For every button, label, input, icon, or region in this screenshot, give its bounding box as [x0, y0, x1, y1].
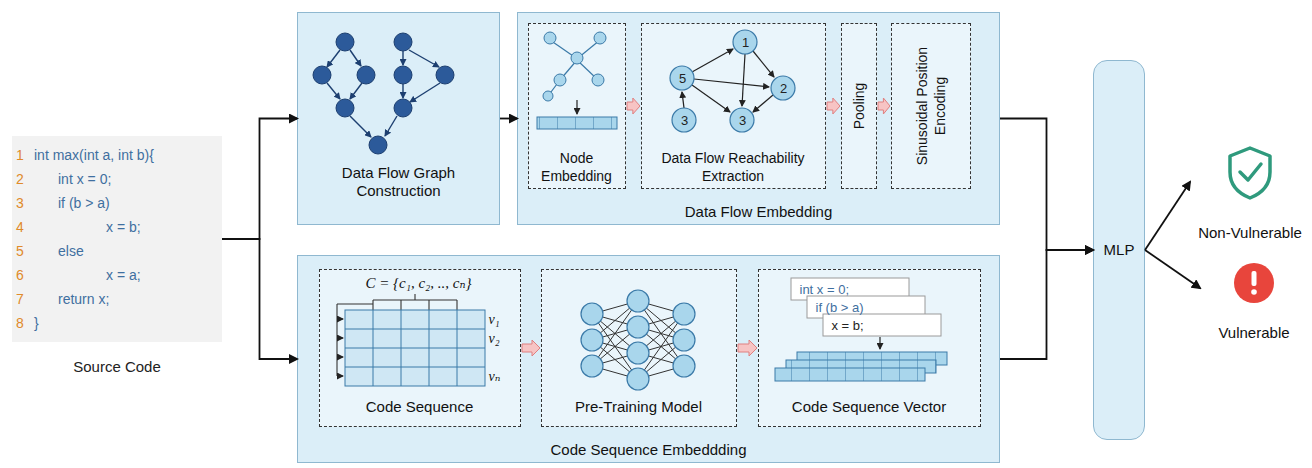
line-number: 2 [16, 170, 32, 188]
row-label-slot: v₂ [489, 330, 517, 348]
connector-arrow [1145, 182, 1190, 250]
line-number: 5 [16, 242, 32, 260]
box-label: Pre-Training Model [541, 398, 737, 416]
code-line: else [58, 242, 218, 260]
code-line-slot: if (b > a) [58, 194, 218, 212]
callout-number: 3 [675, 111, 695, 131]
code-line-slot: return x; [58, 290, 218, 308]
panel-title-slot: Code Sequence Embeddding [297, 441, 1000, 459]
row-label-slot: v₁ [489, 311, 517, 329]
panel-title: Code Sequence Embeddding [297, 441, 1000, 459]
step-box: Sinusoidal Position Encoding [891, 23, 971, 189]
code-line: int x = 0; [58, 170, 218, 188]
code-line-slot: x = b; [106, 218, 218, 236]
row-label-slot: vₙ [489, 368, 517, 386]
box-label: Sinusoidal Position Encoding [913, 30, 949, 181]
line-number-slot: 6 [16, 266, 32, 284]
box-label: Data Flow Graph Construction [313, 164, 484, 200]
code-line-slot: int max(int a, int b){ [34, 146, 218, 164]
step-box: Pooling [841, 23, 877, 189]
box-label: Data Flow Reachability Extraction [641, 149, 826, 185]
line-number: 3 [16, 194, 32, 212]
panel-title-slot: Data Flow Embedding [517, 203, 1000, 221]
code-line: x = a; [106, 266, 218, 284]
box-label-slot: Pooling [850, 30, 868, 181]
connector-arrow [1145, 250, 1200, 288]
line-number: 7 [16, 290, 32, 308]
step-box: Data Flow Reachability Extraction 1 5 3 2 3 [641, 23, 826, 189]
alert-icon [1234, 263, 1274, 303]
box-label-slot: Data Flow Graph Construction [313, 164, 484, 200]
row-label: v₁ [489, 311, 517, 329]
result-label-slot: Vulnerable [1200, 324, 1308, 342]
formula-label: C = {c₁, c₂, .., cₙ} [339, 274, 499, 292]
line-number-slot: 1 [16, 146, 32, 164]
row-label: v₂ [489, 330, 517, 348]
code-snippet-slot: int x = 0; [800, 281, 904, 299]
code-snippet: int x = 0; [800, 281, 904, 299]
line-number-slot: 7 [16, 290, 32, 308]
callout-number: 1 [736, 33, 756, 53]
box-label: Node Embedding [528, 149, 626, 185]
code-snippet-slot: x = b; [832, 317, 936, 335]
line-number: 6 [16, 266, 32, 284]
row-label: vₙ [489, 368, 517, 386]
code-line: } [34, 314, 218, 332]
code-line: if (b > a) [58, 194, 218, 212]
line-number: 1 [16, 146, 32, 164]
line-number: 4 [16, 218, 32, 236]
box-label-slot: Node Embedding [528, 149, 626, 185]
code-line: int max(int a, int b){ [34, 146, 218, 164]
code-line-slot: x = a; [106, 266, 218, 284]
connector-arrow [1000, 250, 1093, 359]
vector-bars [775, 352, 947, 381]
code-snippet-slot: if (b > a) [816, 299, 920, 317]
result-label: Vulnerable [1200, 324, 1308, 342]
shield-icon [1230, 148, 1270, 198]
code-snippet: x = b; [832, 317, 936, 335]
box-label-slot: Code Sequence [319, 398, 521, 416]
code-line-slot: int x = 0; [58, 170, 218, 188]
callout-number: 3 [733, 111, 753, 131]
connector-arrow [500, 118, 517, 120]
line-number: 8 [16, 314, 32, 332]
result-label-slot: Non-Vulnerable [1190, 224, 1310, 242]
box-label-slot: MLP [1093, 241, 1145, 259]
vector-arrow [879, 337, 880, 349]
callout-number: 5 [673, 69, 693, 89]
code-snippet: if (b > a) [816, 299, 920, 317]
box-label-slot: Data Flow Reachability Extraction [641, 149, 826, 185]
box-label-slot: Code Sequence Vector [758, 398, 981, 416]
line-number-slot: 3 [16, 194, 32, 212]
code-line: x = b; [106, 218, 218, 236]
code-line-slot: } [34, 314, 218, 332]
connector-arrow [222, 119, 297, 240]
box-label-slot: Pre-Training Model [541, 398, 737, 416]
formula-label-slot: C = {c₁, c₂, .., cₙ} [339, 274, 499, 292]
box-label: Code Sequence Vector [758, 398, 981, 416]
line-number-slot: 5 [16, 242, 32, 260]
box-label-slot: Sinusoidal Position Encoding [913, 30, 949, 181]
line-number-slot: 8 [16, 314, 32, 332]
result-label: Non-Vulnerable [1190, 224, 1310, 242]
box-label: Code Sequence [319, 398, 521, 416]
box-label: Pooling [850, 30, 868, 181]
classifier-box: MLP [1093, 60, 1145, 440]
source-code-panel: 1int max(int a, int b){2 int x = 0; 3 if (b… [12, 136, 222, 342]
box-label: MLP [1093, 241, 1145, 259]
caption-label-slot: Source Code [12, 358, 222, 376]
line-number-slot: 2 [16, 170, 32, 188]
line-number-slot: 4 [16, 218, 32, 236]
caption-label: Source Code [12, 358, 222, 376]
code-line: return x; [58, 290, 218, 308]
embedding-vector [537, 117, 617, 129]
code-line-slot: else [58, 242, 218, 260]
panel-title: Data Flow Embedding [517, 203, 1000, 221]
connector-arrow [1000, 119, 1093, 251]
matrix-grid [345, 310, 485, 386]
connector-arrow [222, 239, 297, 359]
callout-number: 2 [774, 79, 794, 99]
